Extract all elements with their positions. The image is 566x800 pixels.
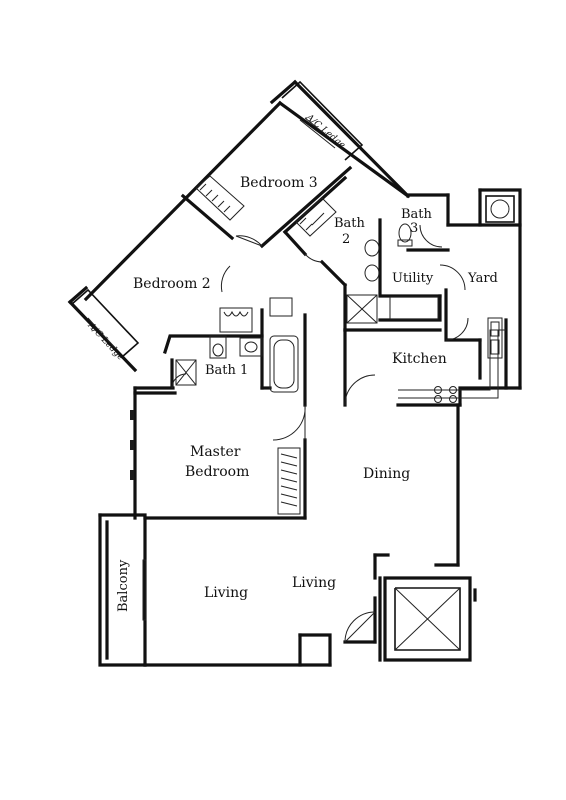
- doors: [171, 224, 469, 643]
- label-yard: Yard: [467, 271, 498, 286]
- walls: [67, 79, 522, 667]
- label-ac-ledge-left: A/C Ledge: [85, 320, 125, 362]
- fixtures: [71, 80, 515, 621]
- label-master-line1: Master: [190, 444, 241, 460]
- label-bath3-line1: Bath: [401, 207, 433, 222]
- label-bath2-line1: Bath: [334, 216, 366, 231]
- room-labels: Bedroom 3 Bedroom 2 Bath 2 Bath 3 Utilit…: [85, 112, 498, 612]
- label-bath1: Bath 1: [205, 363, 248, 378]
- label-living-right: Living: [292, 575, 336, 591]
- label-master-line2: Bedroom: [185, 464, 249, 480]
- label-dining: Dining: [363, 466, 410, 482]
- label-living-left: Living: [204, 585, 248, 601]
- label-bath3-line2: 3: [410, 221, 418, 236]
- label-bedroom3: Bedroom 3: [240, 175, 318, 191]
- label-kitchen: Kitchen: [392, 351, 447, 367]
- label-bedroom2: Bedroom 2: [133, 276, 211, 292]
- label-ac-ledge-top: A/C Ledge: [303, 112, 347, 151]
- label-bath2-line2: 2: [342, 232, 350, 247]
- label-balcony: Balcony: [116, 559, 131, 612]
- label-utility: Utility: [392, 271, 434, 286]
